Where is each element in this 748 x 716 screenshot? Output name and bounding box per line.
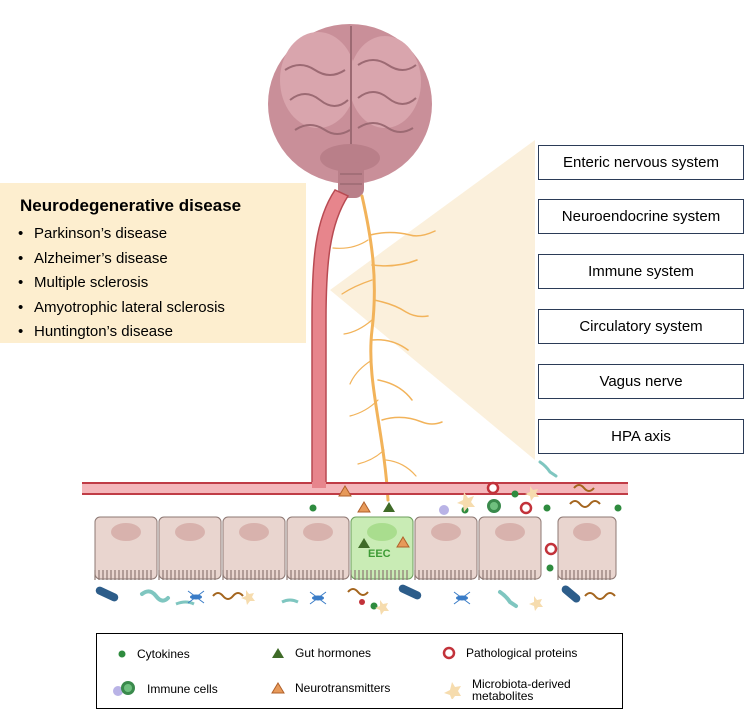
metabolite-icon (444, 682, 461, 699)
blood-vessel-ascending (311, 189, 350, 489)
brain-icon (268, 24, 432, 198)
disease-item: Multiple sclerosis (18, 271, 225, 296)
disease-item: Parkinson’s disease (18, 222, 225, 247)
legend-label: Gut hormones (295, 646, 372, 660)
legend-label: Microbiota-derived metabolites (472, 678, 571, 702)
immune-cell-icon (113, 681, 135, 696)
system-box-neuroendocrine: Neuroendocrine system (538, 199, 744, 234)
neurotransmitter-icon (271, 682, 285, 694)
eec-cell (350, 516, 414, 580)
legend-cytokines: Cytokines (117, 648, 190, 660)
pathological-protein-icon (442, 646, 456, 660)
disease-item: Amyotrophic lateral sclerosis (18, 296, 225, 321)
gut-hormone-icon (272, 648, 284, 658)
eec-label: EEC (368, 548, 391, 560)
molecules-layer (309, 460, 622, 610)
system-box-hpa: HPA axis (538, 419, 744, 454)
disease-item: Alzheimer’s disease (18, 247, 225, 272)
legend-label: Neurotransmitters (295, 681, 391, 695)
gut-blood-vessel (82, 482, 628, 495)
disease-list: Parkinson’s disease Alzheimer’s disease … (18, 222, 225, 345)
cytokine-icon (118, 650, 126, 658)
legend-microbiota-metabolites: Microbiota-derived metabolites (442, 678, 571, 702)
system-box-enteric: Enteric nervous system (538, 145, 744, 180)
disease-panel-title: Neurodegenerative disease (20, 196, 242, 215)
legend-label: Pathological proteins (466, 646, 578, 660)
legend-label: Cytokines (137, 647, 190, 661)
system-box-vagus: Vagus nerve (538, 364, 744, 399)
legend-label: Immune cells (147, 682, 218, 696)
legend: Cytokines Gut hormones Pathological prot… (96, 633, 623, 709)
system-box-immune: Immune system (538, 254, 744, 289)
legend-pathological-proteins: Pathological proteins (442, 646, 577, 660)
vagus-nerve-icon (332, 194, 443, 502)
legend-label-line: Microbiota-derived (472, 677, 571, 691)
influence-cone (330, 140, 535, 460)
system-box-circulatory: Circulatory system (538, 309, 744, 344)
microbiota-layer (95, 584, 616, 615)
legend-neurotransmitters: Neurotransmitters (271, 682, 390, 694)
disease-item: Huntington’s disease (18, 320, 225, 345)
legend-immune-cells: Immune cells (111, 680, 218, 698)
legend-label-line: metabolites (472, 689, 534, 703)
epithelial-cell-layer (94, 516, 617, 580)
legend-gut-hormones: Gut hormones (271, 647, 371, 659)
